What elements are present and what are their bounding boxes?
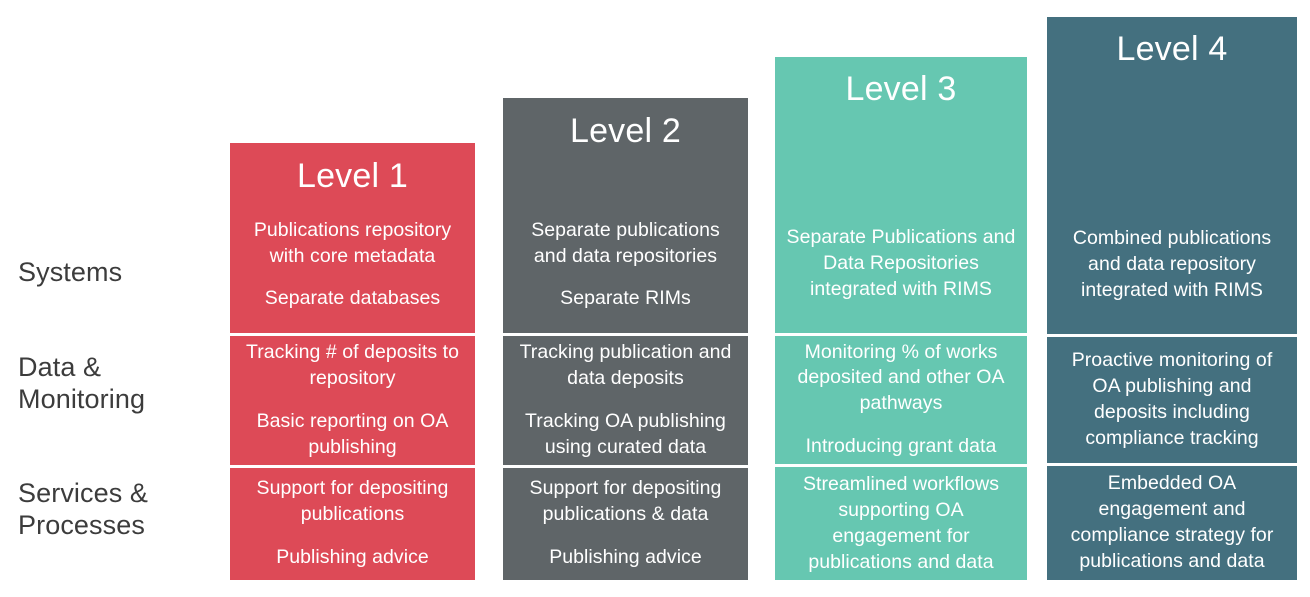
cell-text: Combined publications and data repositor… — [1072, 227, 1272, 301]
row-label-systems-text: Systems — [18, 257, 123, 287]
row-label-services-processes-line2: Processes — [18, 509, 145, 540]
cell-text: Proactive monitoring of OA publishing an… — [1071, 349, 1273, 449]
level-column-2: Level 2 Separate publications and data r… — [503, 98, 748, 580]
cell-text: Support for depositing publications — [256, 477, 449, 526]
level-1-title: Level 1 — [296, 157, 409, 195]
cell-text: Separate publications and data repositor… — [531, 218, 720, 267]
cell-level1-monitoring: Tracking # of deposits to repository Bas… — [230, 333, 475, 465]
level-column-3: Level 3 Separate Publications and Data R… — [775, 57, 1027, 580]
level-2-title: Level 2 — [569, 112, 682, 150]
cell-level4-monitoring: Proactive monitoring of OA publishing an… — [1047, 333, 1297, 464]
cell-text: Separate databases — [264, 287, 441, 310]
cell-text: Tracking OA publishing using curated dat… — [525, 409, 726, 458]
cell-text: Support for depositing publications & da… — [529, 477, 722, 526]
row-label-systems: Systems — [18, 257, 223, 289]
cell-text: Separate Publications and Data Repositor… — [786, 226, 1016, 301]
cell-text: Publications repository with core metada… — [253, 218, 452, 267]
cell-text: Monitoring % of works deposited and othe… — [797, 340, 1005, 415]
cell-level2-monitoring: Tracking publication and data deposits T… — [503, 333, 748, 465]
cell-level3-monitoring: Monitoring % of works deposited and othe… — [775, 332, 1027, 465]
cell-text: Publishing advice — [276, 546, 429, 569]
cell-level2-services: Support for depositing publications & da… — [503, 464, 748, 580]
cell-level3-services: Streamlined workflows supporting OA enga… — [775, 464, 1027, 580]
cell-text: Publishing advice — [549, 546, 702, 569]
row-label-services-processes: Services & Processes — [18, 478, 223, 542]
cell-level3-systems: Separate Publications and Data Repositor… — [775, 196, 1027, 333]
cell-level1-systems: Publications repository with core metada… — [230, 197, 475, 334]
cell-text: Separate RIMs — [560, 287, 691, 310]
cell-level2-systems: Separate publications and data repositor… — [503, 197, 748, 334]
row-label-data-monitoring-line1: Data & — [18, 352, 102, 382]
cell-text: Embedded OA engagement and compliance st… — [1070, 472, 1274, 573]
row-label-services-processes-line1: Services & — [18, 478, 149, 508]
cell-level4-services: Embedded OA engagement and compliance st… — [1047, 463, 1297, 580]
row-label-column: Systems Data & Monitoring Services & Pro… — [0, 0, 228, 597]
level-column-1: Level 1 Publications repository with cor… — [230, 143, 475, 580]
level-1-header: Level 1 — [230, 143, 475, 197]
cell-text: Tracking publication and data deposits — [519, 341, 732, 389]
level-4-header: Level 4 — [1047, 17, 1297, 196]
row-label-data-monitoring: Data & Monitoring — [18, 352, 223, 416]
cell-level1-services: Support for depositing publications Publ… — [230, 464, 475, 580]
cell-level4-systems: Combined publications and data repositor… — [1047, 196, 1297, 334]
cell-text: Introducing grant data — [805, 435, 997, 458]
level-2-header: Level 2 — [503, 98, 748, 197]
level-3-header: Level 3 — [775, 57, 1027, 196]
cell-text: Basic reporting on OA publishing — [256, 409, 449, 458]
cell-text: Tracking # of deposits to repository — [246, 341, 459, 389]
cell-text: Streamlined workflows supporting OA enga… — [802, 472, 1000, 573]
level-column-4: Level 4 Combined publications and data r… — [1047, 17, 1297, 580]
row-label-data-monitoring-line2: Monitoring — [18, 383, 146, 414]
level-4-title: Level 4 — [1116, 30, 1228, 68]
level-3-title: Level 3 — [845, 70, 957, 108]
